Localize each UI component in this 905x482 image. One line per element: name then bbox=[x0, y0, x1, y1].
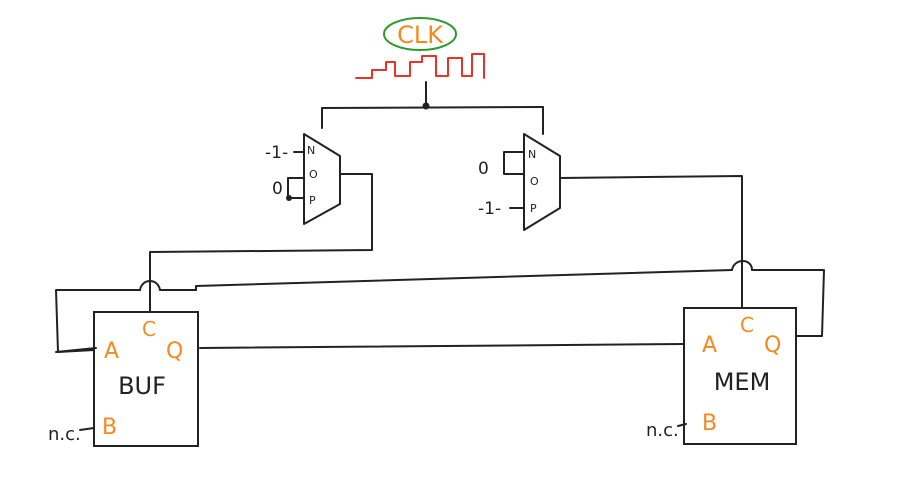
mem-port-q: Q bbox=[764, 333, 781, 358]
mem-name: MEM bbox=[714, 368, 771, 396]
mem-port-b: B bbox=[702, 411, 717, 436]
mux-left-pin-n: N bbox=[307, 144, 315, 157]
mux-left: N O P -1- 0 bbox=[149, 133, 373, 285]
feedback-wires bbox=[55, 260, 825, 353]
mux-left-pin-p: P bbox=[309, 194, 316, 207]
mem-block: A C Q MEM B n.c. bbox=[646, 307, 797, 445]
clock-source: CLK bbox=[355, 17, 485, 79]
mem-nc-label: n.c. bbox=[646, 420, 679, 441]
clock-label: CLK bbox=[397, 21, 444, 49]
buf-port-c: C bbox=[142, 317, 156, 341]
buf-port-q: Q bbox=[166, 339, 183, 364]
clock-ring bbox=[383, 17, 457, 51]
mux-right-pin-o: O bbox=[530, 175, 539, 188]
buf-nc-label: n.c. bbox=[48, 424, 81, 445]
mux-left-input-n: -1- bbox=[265, 143, 288, 163]
buf-port-a: A bbox=[104, 339, 119, 364]
mux-right-pin-n: N bbox=[528, 148, 536, 161]
buf-block: A C Q BUF B n.c. bbox=[48, 311, 199, 447]
buf-name: BUF bbox=[118, 372, 166, 400]
mux-left-input-0: 0 bbox=[272, 179, 283, 199]
mem-port-c: C bbox=[740, 313, 754, 337]
mux-right-pin-p: P bbox=[530, 202, 537, 215]
clock-waveform bbox=[355, 53, 485, 79]
buf-port-b: B bbox=[102, 415, 117, 440]
clock-wires bbox=[321, 81, 544, 135]
mux-right-input-n: -1- bbox=[478, 199, 501, 219]
mux-right-input-0: 0 bbox=[478, 159, 489, 179]
mem-port-a: A bbox=[702, 333, 717, 358]
mux-left-pin-o: O bbox=[309, 168, 318, 181]
mux-left-junction bbox=[286, 195, 292, 201]
mux-right: N O P 0 -1- bbox=[478, 133, 743, 301]
